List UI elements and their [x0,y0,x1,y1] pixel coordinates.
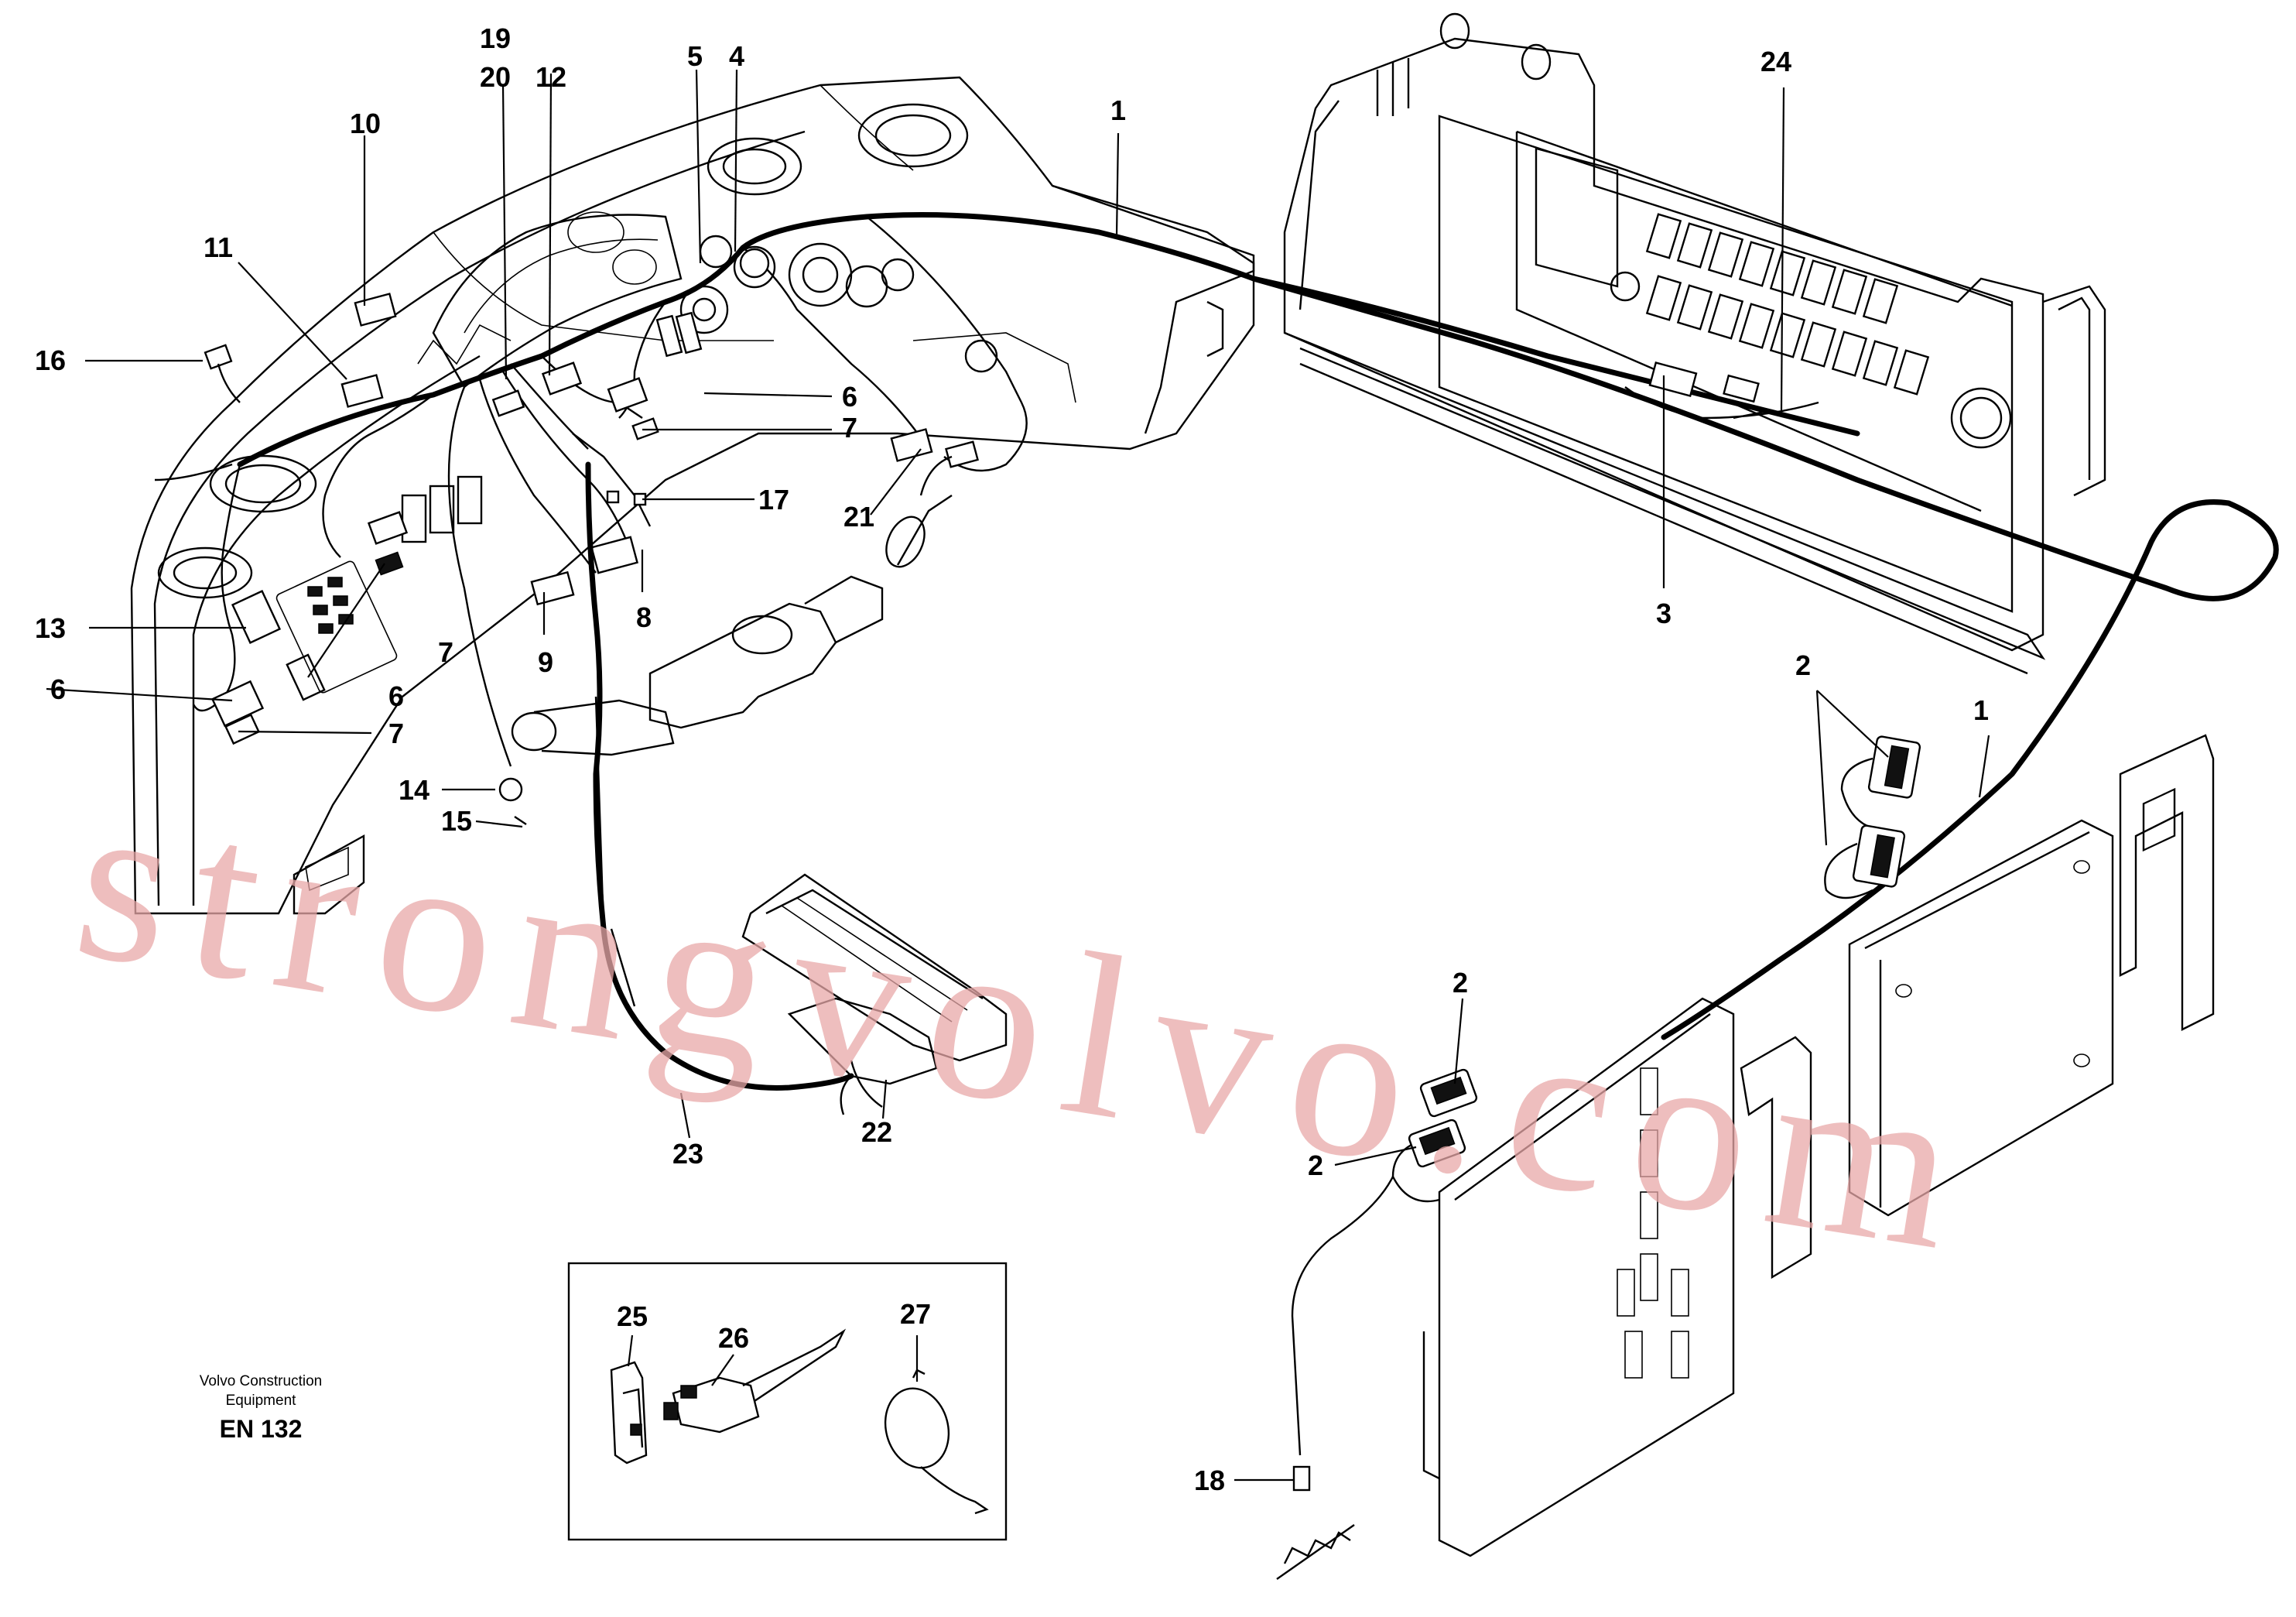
manufacturer-line-2: Equipment [226,1393,297,1409]
callout-4: 4 [729,40,744,72]
callout-22: 22 [861,1116,892,1148]
callout-11: 11 [204,231,233,263]
callout-24: 24 [1760,46,1791,77]
callout-2: 2 [1795,649,1811,681]
column-harness [585,461,854,1091]
callout-labels: 1 1 2 2 2 3 4 5 6 6 6 7 7 7 8 9 10 11 12… [35,22,1989,1496]
dashboard-panel [130,76,1255,915]
callout-7: 7 [438,636,453,668]
callout-3: 3 [1656,598,1672,629]
footer-block: Volvo Construction Equipment EN 132 [200,1373,322,1443]
callout-9: 9 [538,646,553,678]
callout-8: 8 [636,601,652,633]
callout-19: 19 [480,22,511,54]
switch-bank [1645,213,1930,396]
cable-tie-27 [884,1369,989,1515]
callout-17: 17 [758,484,789,516]
detail-inset [567,1262,1008,1541]
callout-18: 18 [1194,1465,1225,1496]
control-lever [511,455,953,756]
callout-16: 16 [35,344,66,376]
drawing-code: EN 132 [220,1415,303,1443]
callout-7: 7 [842,412,857,444]
side-control-panel [1283,12,2106,675]
keypad [275,560,398,694]
callout-14: 14 [399,774,429,806]
callout-20: 20 [480,61,511,93]
callout-1: 1 [1973,694,1989,726]
callout-6: 6 [50,673,66,705]
callout-27: 27 [900,1298,931,1330]
callout-6: 6 [388,680,404,712]
callout-2: 2 [1308,1149,1323,1181]
callout-25: 25 [617,1300,648,1332]
ecu-board-chips [1617,1067,1689,1379]
column-harness-sleeve [594,696,636,1007]
accelerator-pedal [741,873,1008,1115]
callout-15: 15 [441,805,472,837]
callout-13: 13 [35,612,66,644]
watermark: strongvolvo.com [62,748,1993,1302]
unit-connectors [1276,735,1921,1580]
dashboard-connectors [204,235,1760,825]
callout-6: 6 [842,381,857,413]
leader-lines [46,69,1990,1482]
callout-10: 10 [350,108,381,139]
main-harness [154,212,2279,1040]
control-units [1422,734,2215,1557]
callout-2: 2 [1453,967,1468,999]
callout-5: 5 [687,40,703,72]
callout-7: 7 [388,718,404,749]
callout-21: 21 [843,501,874,533]
clip-25 [610,1361,648,1465]
manufacturer-line-1: Volvo Construction [200,1373,322,1389]
callout-23: 23 [672,1138,703,1170]
callout-26: 26 [718,1322,749,1354]
callout-1: 1 [1110,94,1126,126]
callout-12: 12 [536,61,566,93]
cable-tie-mount-26 [663,1328,847,1434]
